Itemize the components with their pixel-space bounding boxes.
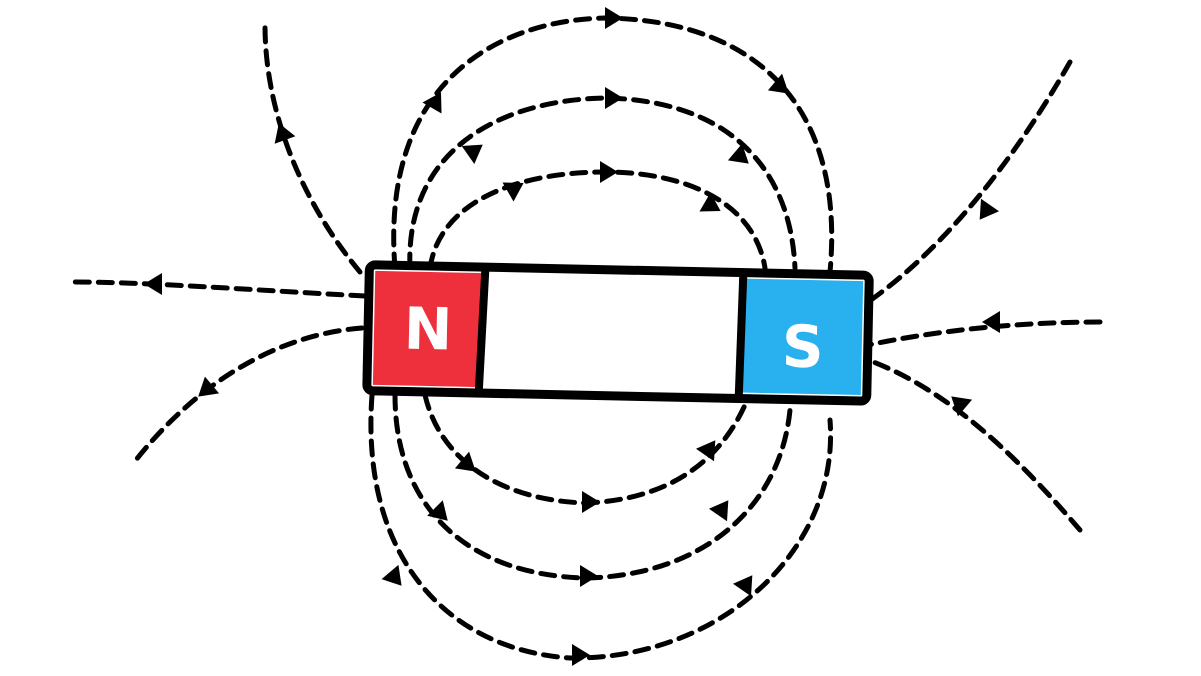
- triangle-arrow-icon: [979, 198, 1000, 220]
- triangle-arrow-icon: [605, 7, 623, 29]
- north-open-field-lines: [69, 22, 368, 468]
- south-pole: [740, 278, 864, 396]
- field-line-upper-middle: [407, 95, 798, 271]
- field-line-upper-inner: [427, 169, 768, 271]
- field-line-south-up: [865, 59, 1073, 305]
- triangle-arrow-icon: [580, 565, 598, 587]
- triangle-arrow-icon: [708, 500, 729, 522]
- triangle-arrow-icon: [699, 192, 721, 212]
- triangle-arrow-icon: [982, 311, 1000, 333]
- triangle-arrow-icon: [461, 144, 483, 165]
- triangle-arrow-icon: [422, 92, 442, 114]
- upper-field-lines: [391, 15, 835, 275]
- triangle-arrow-icon: [502, 182, 524, 202]
- field-line-south-right: [865, 319, 1103, 348]
- triangle-arrow-icon: [454, 451, 476, 472]
- triangle-arrow-icon: [767, 73, 789, 94]
- field-line-lower-outer: [368, 392, 834, 661]
- triangle-arrow-icon: [951, 396, 973, 417]
- triangle-arrow-icon: [381, 564, 402, 586]
- lower-field-lines: [368, 392, 834, 661]
- field-direction-arrows: [144, 7, 1000, 666]
- bar-magnet: N S: [362, 260, 874, 406]
- south-open-field-lines: [865, 59, 1103, 533]
- north-divider: [474, 268, 490, 392]
- south-divider: [734, 274, 748, 397]
- triangle-arrow-icon: [582, 491, 600, 513]
- north-pole: [372, 270, 484, 388]
- triangle-arrow-icon: [144, 273, 162, 295]
- triangle-arrow-icon: [727, 143, 749, 164]
- field-line-north-down: [129, 325, 365, 468]
- triangle-arrow-icon: [427, 500, 448, 521]
- triangle-arrow-icon: [695, 440, 716, 462]
- triangle-arrow-icon: [572, 644, 590, 666]
- triangle-arrow-icon: [274, 123, 296, 144]
- triangle-arrow-icon: [605, 87, 623, 109]
- field-line-north-left: [69, 279, 368, 299]
- triangle-arrow-icon: [600, 161, 618, 183]
- triangle-arrow-icon: [732, 575, 753, 597]
- field-line-lower-middle: [392, 392, 793, 581]
- field-line-north-up: [262, 22, 363, 275]
- field-line-south-down: [865, 357, 1083, 533]
- south-pole-label: S: [781, 312, 824, 381]
- north-pole-label: N: [403, 294, 453, 363]
- triangle-arrow-icon: [198, 376, 220, 397]
